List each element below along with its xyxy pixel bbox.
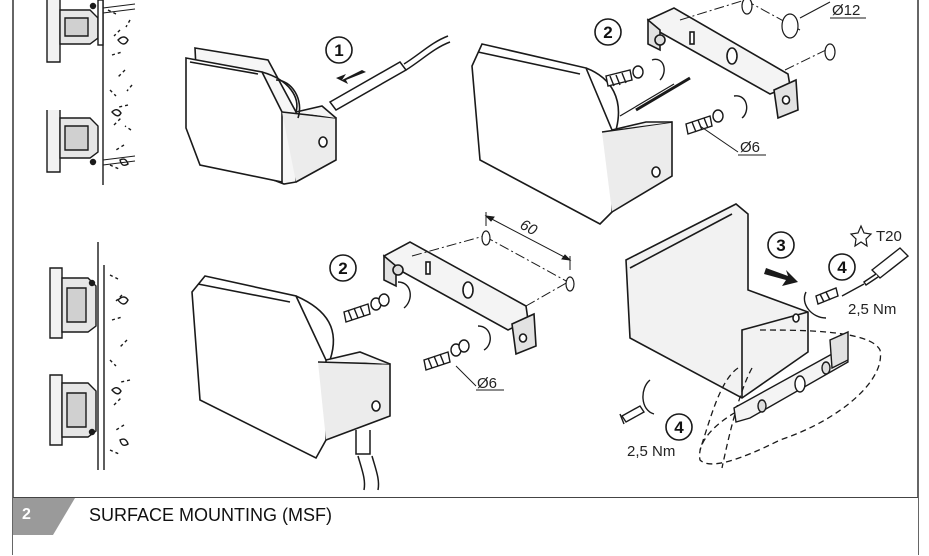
arrow-step1 — [336, 70, 366, 84]
cable-step1 — [328, 35, 451, 111]
dimension-60 — [484, 212, 572, 270]
section-title: SURFACE MOUNTING (MSF) — [89, 505, 332, 525]
label-d6-bottom: Ø6 — [477, 375, 497, 392]
wall-side-view-bottom — [49, 242, 131, 470]
bracket-step3 — [733, 330, 849, 423]
mount-step3-dashed — [699, 329, 882, 469]
hole-bottom-2 — [565, 276, 575, 292]
bracket-step2-bottom — [382, 241, 537, 356]
fixture-step2-top — [471, 43, 691, 225]
hole-top-3 — [824, 43, 836, 61]
torx-star-icon — [849, 224, 873, 248]
hole-top-2 — [781, 13, 799, 39]
fixture-step1 — [185, 47, 337, 185]
screw-step2-top-1 — [605, 58, 665, 87]
step-marker-2-top: 2 — [594, 18, 622, 46]
step-marker-1: 1 — [325, 36, 353, 64]
screw-step4-bottom — [619, 379, 655, 425]
fixture-step2-bottom — [191, 275, 391, 460]
leader-d12 — [799, 1, 831, 19]
screw-step2-top-2 — [685, 95, 748, 135]
label-torque-bottom: 2,5 Nm — [627, 443, 675, 460]
cover-step3 — [625, 203, 809, 399]
svg-text:4: 4 — [837, 258, 847, 277]
screwdriver-torx — [803, 247, 910, 319]
bracket-step2-top — [646, 7, 799, 120]
step-marker-2-bottom: 2 — [329, 254, 357, 282]
label-d6-top: Ø6 — [740, 139, 760, 156]
leader-d6-top — [699, 125, 739, 153]
svg-text:3: 3 — [776, 236, 785, 255]
arrow-step3 — [764, 268, 798, 286]
dashdot-lines-bottom — [411, 235, 569, 307]
dashdot-lines-top — [679, 0, 831, 71]
label-60: 60 — [517, 216, 540, 239]
step-marker-4-bottom: 4 — [665, 413, 693, 441]
section-header-bar — [13, 497, 918, 556]
screw-step2-bottom-1 — [343, 281, 411, 323]
label-torque-right: 2,5 Nm — [848, 301, 896, 318]
svg-text:2: 2 — [603, 23, 612, 42]
section-number: 2 — [22, 506, 31, 523]
hole-top-1 — [741, 0, 753, 15]
section-number-tab — [13, 498, 75, 535]
svg-text:1: 1 — [334, 41, 343, 60]
svg-text:2: 2 — [338, 259, 347, 278]
svg-text:4: 4 — [674, 418, 684, 437]
screw-step2-bottom-2 — [423, 325, 491, 371]
cable-step2-bottom — [355, 430, 380, 491]
wall-side-view-top — [46, 0, 136, 185]
leader-d6-bottom — [455, 365, 477, 387]
label-t20: T20 — [876, 228, 902, 245]
label-d12: Ø12 — [832, 2, 860, 19]
hole-bottom-1 — [481, 230, 491, 246]
step-marker-4-right: 4 — [828, 253, 856, 281]
step-marker-3: 3 — [767, 231, 795, 259]
